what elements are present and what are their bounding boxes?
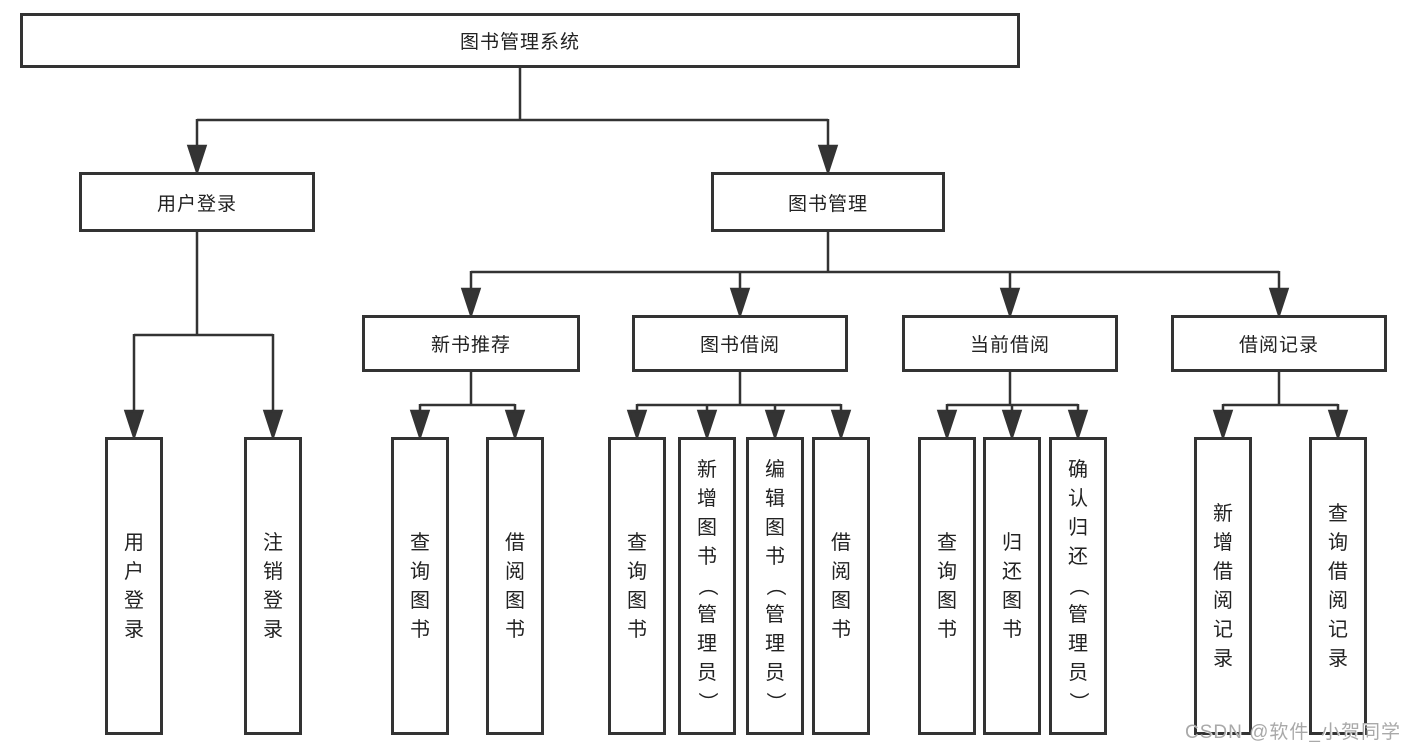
node-new-book-recommend: 新书推荐: [362, 315, 580, 372]
leaf-query-books-2: 查询图书: [608, 437, 666, 735]
node-user-login: 用户登录: [79, 172, 315, 232]
leaf-label: 新增借阅记录: [1213, 502, 1233, 670]
connector-currentborrow-to-leaves: [936, 372, 1089, 442]
leaf-label: 注销登录: [263, 531, 283, 641]
leaf-label: 编辑图书（管理员）: [764, 459, 786, 712]
node-label: 图书借阅: [699, 335, 780, 356]
node-library-management-system: 图书管理系统: [20, 13, 1020, 68]
connector-borrowrecords-to-leaves: [1212, 372, 1349, 442]
leaf-query-books-3: 查询图书: [918, 437, 976, 735]
connector-newbook-to-leaves: [409, 372, 526, 442]
leaf-user-login: 用户登录: [105, 437, 163, 735]
leaf-label: 借阅图书: [505, 531, 525, 641]
leaf-logout: 注销登录: [244, 437, 302, 735]
connector-userlogin-to-leaves: [123, 232, 284, 442]
node-book-borrow: 图书借阅: [632, 315, 848, 372]
leaf-add-borrow-record: 新增借阅记录: [1194, 437, 1252, 735]
leaf-confirm-return-admin: 确认归还（管理员）: [1049, 437, 1107, 735]
leaf-query-borrow-record: 查询借阅记录: [1309, 437, 1367, 735]
leaf-label: 查询图书: [410, 531, 430, 641]
node-label: 图书管理系统: [459, 32, 580, 53]
connector-root-to-level2: [186, 68, 839, 177]
leaf-borrow-books-2: 借阅图书: [812, 437, 870, 735]
leaf-label: 查询借阅记录: [1328, 502, 1348, 670]
connector-bookmgmt-to-level3: [460, 232, 1290, 320]
leaf-label: 用户登录: [124, 531, 144, 641]
leaf-query-books-1: 查询图书: [391, 437, 449, 735]
leaf-label: 归还图书: [1002, 531, 1022, 641]
leaf-label: 确认归还（管理员）: [1067, 459, 1089, 712]
leaf-return-books: 归还图书: [983, 437, 1041, 735]
leaf-label: 查询图书: [627, 531, 647, 641]
node-label: 当前借阅: [969, 335, 1050, 356]
leaf-label: 借阅图书: [831, 531, 851, 641]
leaf-label: 查询图书: [937, 531, 957, 641]
leaf-label: 新增图书（管理员）: [696, 459, 718, 712]
leaf-borrow-books-1: 借阅图书: [486, 437, 544, 735]
node-book-management: 图书管理: [711, 172, 945, 232]
connector-bookborrow-to-leaves: [626, 372, 852, 442]
node-current-borrow: 当前借阅: [902, 315, 1118, 372]
node-label: 用户登录: [156, 193, 237, 215]
node-label: 借阅记录: [1238, 335, 1319, 356]
node-borrow-records: 借阅记录: [1171, 315, 1387, 372]
leaf-add-books-admin: 新增图书（管理员）: [678, 437, 736, 735]
watermark-csdn: CSDN @软件_小贺同学: [1185, 722, 1401, 743]
node-label: 图书管理: [787, 193, 868, 215]
node-label: 新书推荐: [430, 335, 511, 356]
leaf-edit-books-admin: 编辑图书（管理员）: [746, 437, 804, 735]
